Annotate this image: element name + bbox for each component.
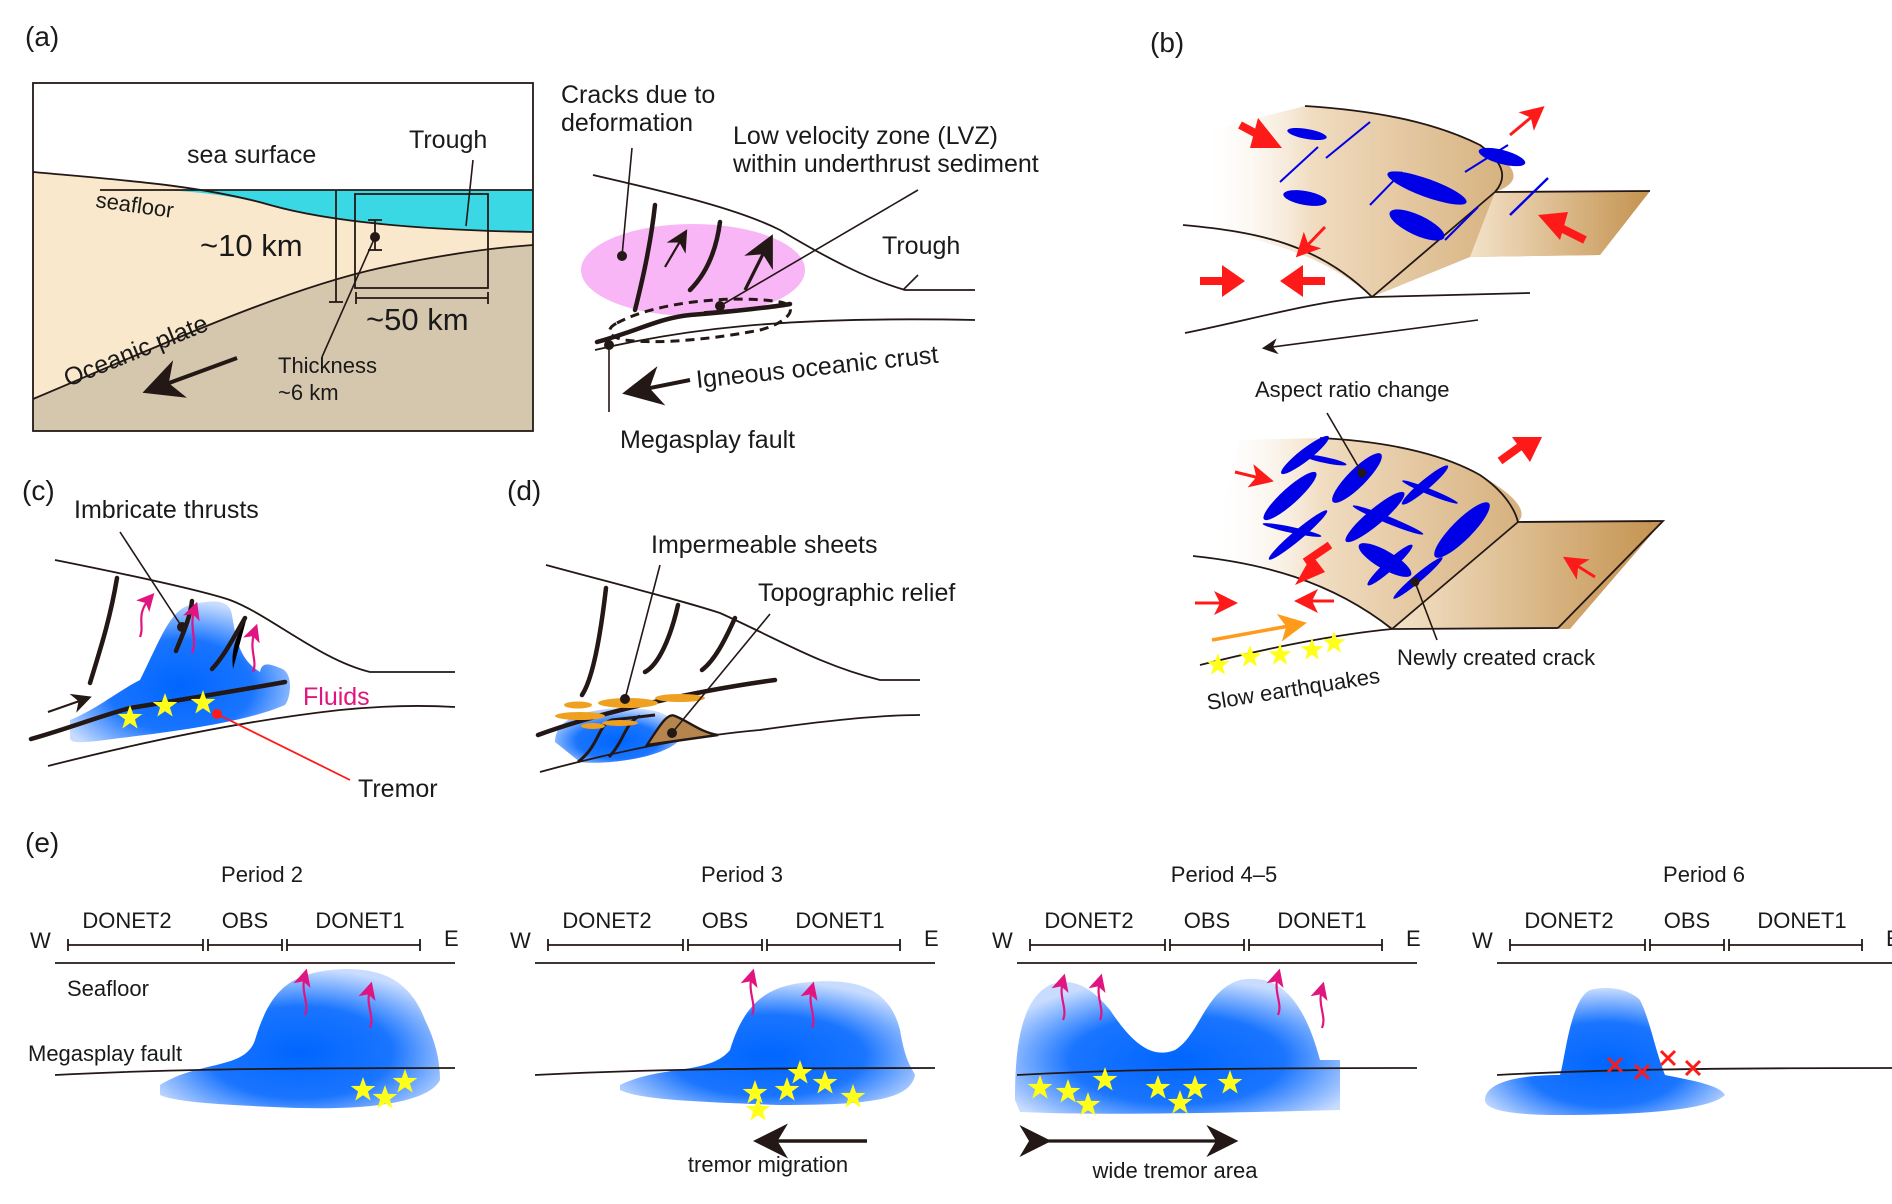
fluid-arrow <box>358 981 376 1029</box>
slow-earthquake-star <box>1238 645 1262 667</box>
relief-label: Topographic relief <box>758 579 955 607</box>
station-label: DONET1 <box>795 908 884 933</box>
station-label: OBS <box>1664 908 1710 933</box>
period-title: Period 6 <box>1663 862 1745 887</box>
east-label: E <box>1886 926 1892 951</box>
panel-c-label: (c) <box>22 475 55 506</box>
megasplay-line <box>1496 1067 1892 1076</box>
lvz-label-1: Low velocity zone (LVZ) <box>733 122 998 150</box>
station-label: OBS <box>702 908 748 933</box>
fluid-arrow <box>740 968 758 1016</box>
fluid-body <box>160 969 440 1109</box>
fluids-label: Fluids <box>303 683 370 711</box>
cracks-label-2: deformation <box>561 109 693 137</box>
station-label: OBS <box>222 908 268 933</box>
fluid-arrow <box>293 968 311 1016</box>
east-label: E <box>1406 926 1421 951</box>
panel-b-label: (b) <box>1150 27 1184 58</box>
station-label: DONET1 <box>315 908 404 933</box>
panel-a: (a) <box>25 21 1039 454</box>
lvz-label-2: within underthrust sediment <box>732 150 1039 178</box>
panel-b: (b) <box>1150 27 1666 715</box>
fluid-body <box>620 981 915 1105</box>
station-label: DONET1 <box>1277 908 1366 933</box>
width-label: ~50 km <box>366 302 469 337</box>
station-label: OBS <box>1184 908 1230 933</box>
slow-earthquake-star <box>1322 631 1346 653</box>
fluid-body <box>555 708 680 763</box>
period-title: Period 4–5 <box>1171 862 1277 887</box>
panel-a-label: (a) <box>25 21 59 52</box>
period-title: Period 2 <box>221 862 303 887</box>
fluid-arrow <box>1266 968 1284 1016</box>
no-tremor-mark <box>1633 1063 1651 1081</box>
megasplay-label: Megasplay fault <box>28 1041 182 1066</box>
fluid-arrow <box>800 981 818 1029</box>
topographic-relief <box>644 714 719 747</box>
megasplay-line <box>534 1067 936 1076</box>
trough-detail-label: Trough <box>882 232 960 260</box>
trough-label: Trough <box>409 126 487 154</box>
fluid-body <box>1015 978 1340 1114</box>
thickness-label-1: Thickness <box>278 353 377 378</box>
fluid-body <box>1485 988 1725 1115</box>
cracks-label-1: Cracks due to <box>561 81 715 109</box>
no-tremor-mark <box>1606 1056 1624 1074</box>
panel-d: (d) Impermeable sheets Topographic relie… <box>507 475 955 773</box>
east-label: E <box>924 926 939 951</box>
igneous-crust-label: Igneous oceanic crust <box>695 341 940 394</box>
seafloor-label: Seafloor <box>67 976 149 1001</box>
sea-layer <box>100 189 533 232</box>
tremor-label: Tremor <box>358 775 438 803</box>
east-label: E <box>444 926 459 951</box>
station-label: DONET2 <box>1044 908 1133 933</box>
west-label: W <box>1472 928 1493 953</box>
panel-e-label: (e) <box>25 827 59 858</box>
station-label: DONET2 <box>562 908 651 933</box>
slow-earthquake-star <box>1268 643 1292 665</box>
fluid-arrow <box>1310 981 1328 1029</box>
slow-earthquakes-label: Slow earthquakes <box>1205 663 1382 715</box>
tremor-migration-label: tremor migration <box>688 1152 848 1177</box>
panel-c: (c) Imbricate thrusts Fluids Tremor <box>22 475 456 803</box>
no-tremor-mark <box>1684 1059 1702 1077</box>
west-label: W <box>992 928 1013 953</box>
block-before <box>1182 105 1651 355</box>
west-label: W <box>30 928 51 953</box>
west-label: W <box>510 928 531 953</box>
new-crack-label: Newly created crack <box>1397 645 1596 670</box>
megasplay-label: Megasplay fault <box>620 426 795 454</box>
depth-label: ~10 km <box>200 228 303 263</box>
thickness-label-2: ~6 km <box>278 380 339 405</box>
station-label: DONET1 <box>1757 908 1846 933</box>
cross-section-box <box>32 82 534 432</box>
panel-d-label: (d) <box>507 475 541 506</box>
aspect-ratio-label: Aspect ratio change <box>1255 377 1449 402</box>
no-tremor-mark <box>1659 1049 1677 1067</box>
lvz-inset <box>581 147 976 412</box>
wide-tremor-area-label: wide tremor area <box>1091 1158 1258 1183</box>
megasplay-line <box>54 1067 456 1076</box>
fluid-arrow <box>1088 973 1106 1021</box>
imbricate-label: Imbricate thrusts <box>74 496 259 524</box>
block-after <box>1192 412 1666 675</box>
impermeable-label: Impermeable sheets <box>651 531 878 559</box>
inset-box <box>354 193 489 289</box>
station-label: DONET2 <box>1524 908 1613 933</box>
period-title: Period 3 <box>701 862 783 887</box>
sea-surface-label: sea surface <box>187 141 316 169</box>
station-label: DONET2 <box>82 908 171 933</box>
slow-earthquake-star <box>1206 653 1230 675</box>
megasplay-line <box>1016 1067 1418 1076</box>
fluid-arrow <box>1051 973 1069 1021</box>
